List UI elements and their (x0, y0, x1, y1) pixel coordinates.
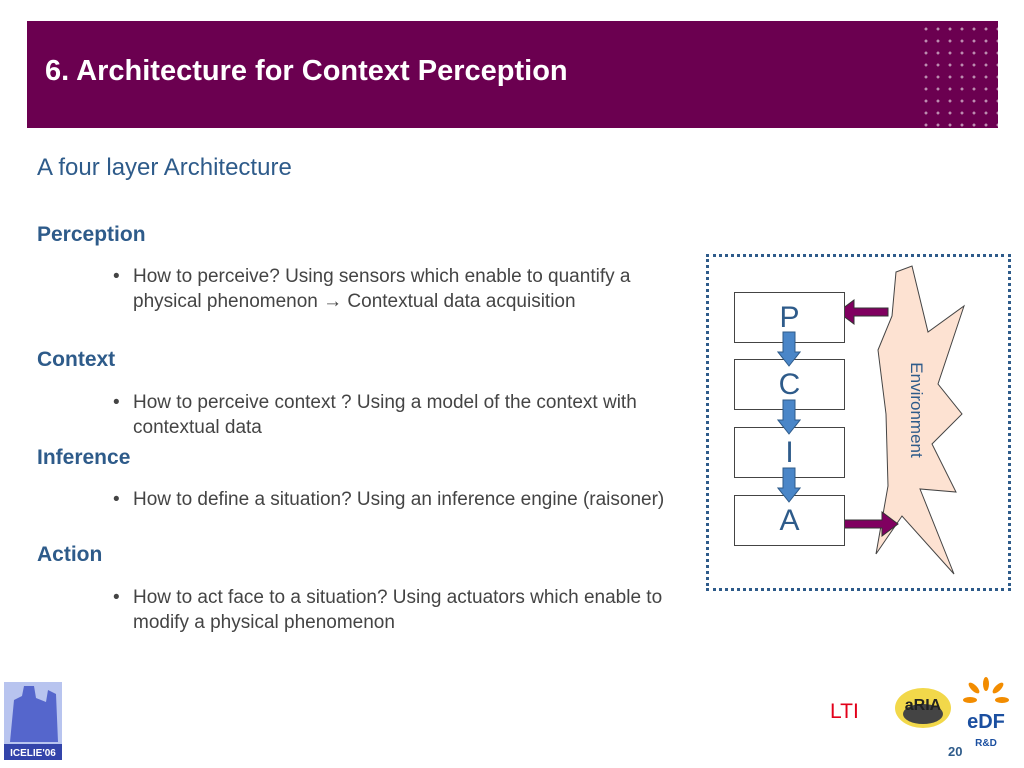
bullet-marker: • (113, 587, 120, 608)
layer-box-i: I (734, 427, 845, 478)
bullet-marker: • (113, 489, 120, 510)
heading-inference: Inference (37, 446, 131, 469)
bullet-action: • How to act face to a situation? Using … (113, 585, 693, 635)
lti-label: LTI (830, 700, 859, 723)
bullet-marker: • (113, 266, 120, 287)
bullet-text: How to define a situation? Using an infe… (133, 489, 665, 510)
heading-context: Context (37, 348, 116, 371)
page-number: 20 (948, 744, 963, 759)
heading-perception: Perception (37, 223, 146, 246)
bullet-context: • How to perceive context ? Using a mode… (113, 390, 693, 440)
aria-logo-text: aRIA (905, 697, 942, 714)
rd-logo-text: R&D (975, 738, 997, 749)
layer-box-p: P (734, 292, 845, 343)
icelie-logo: ICELIE'06 (4, 682, 62, 760)
edf-logo: eDF R&D (963, 677, 1009, 749)
bullet-text: How to perceive? Using sensors which ena… (133, 266, 631, 312)
environment-label: Environment (907, 362, 926, 458)
bullet-text: How to act face to a situation? Using ac… (133, 587, 663, 633)
heading-action: Action (37, 543, 103, 566)
dot-pattern (918, 21, 998, 128)
edf-logo-text: eDF (967, 711, 1005, 733)
environment-burst (875, 265, 965, 575)
title-banner: 6. Architecture for Context Perception (27, 21, 998, 128)
layer-box-c: C (734, 359, 845, 410)
output-arrow-icon (843, 511, 899, 537)
input-arrow-icon (837, 299, 889, 325)
bullet-marker: • (113, 392, 120, 413)
bullet-perception: • How to perceive? Using sensors which e… (113, 264, 693, 314)
icelie-logo-text: ICELIE'06 (10, 748, 56, 759)
sun-icon (963, 677, 1009, 703)
bullet-inference: • How to define a situation? Using an in… (113, 487, 693, 512)
slide-title: 6. Architecture for Context Perception (45, 55, 568, 87)
architecture-diagram: P C I A Environment (706, 254, 1011, 591)
slide-subtitle: A four layer Architecture (37, 154, 292, 181)
layer-box-a: A (734, 495, 845, 546)
bullet-text: How to perceive context ? Using a model … (133, 392, 637, 438)
diagram-frame (706, 254, 1011, 591)
aria-logo: aRIA (895, 688, 951, 728)
